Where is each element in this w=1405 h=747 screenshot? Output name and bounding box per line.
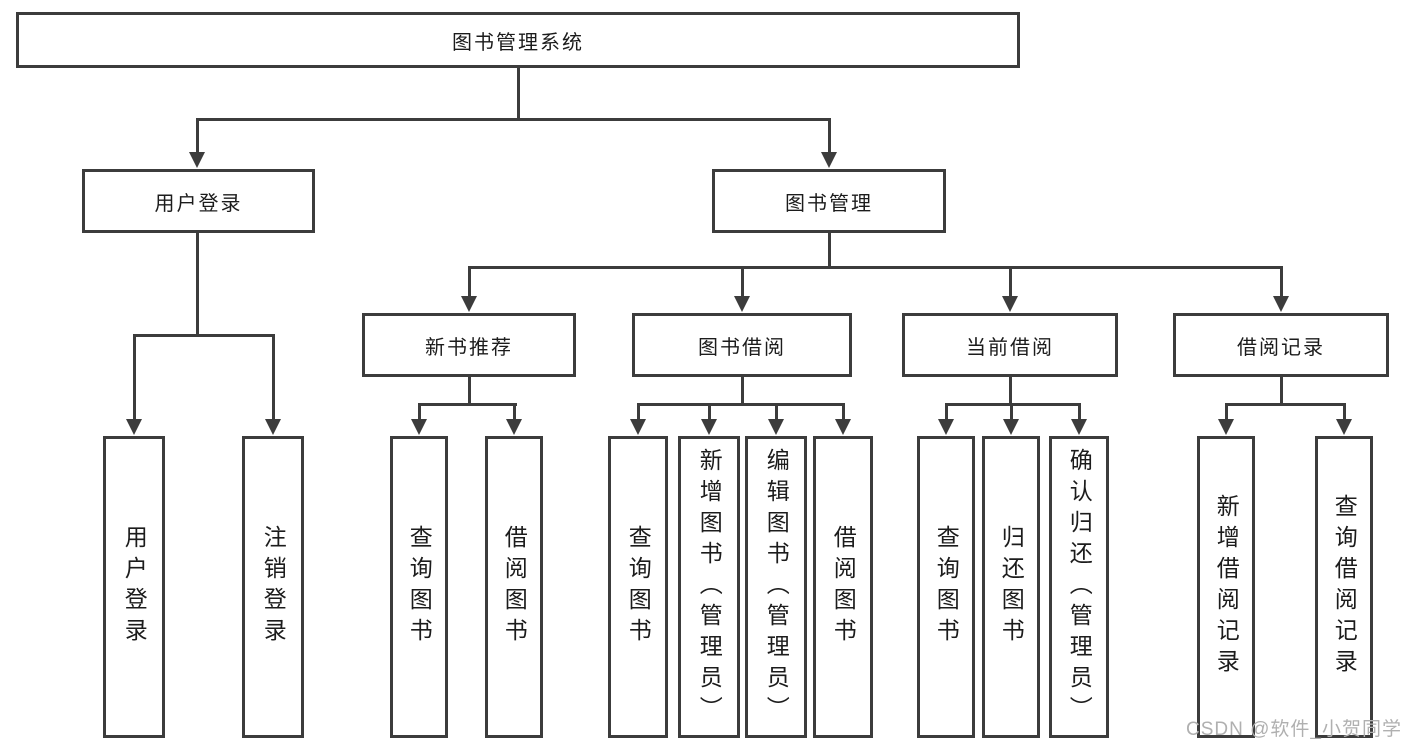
node-root-label: 图书管理系统 [452, 31, 584, 54]
arrow-down-icon [1003, 403, 1019, 435]
arrow-down-icon [506, 403, 522, 435]
node-borrowing-records-label: 借阅记录 [1237, 336, 1325, 359]
node-book-borrowing-label: 图书借阅 [698, 336, 786, 359]
connector-line [418, 403, 517, 406]
arrow-down-icon [1273, 266, 1289, 312]
node-leaf-borrow-books-1-label: 借阅图书 [501, 525, 528, 649]
arrow-down-icon [1071, 403, 1087, 435]
connector-line [1009, 377, 1012, 406]
node-leaf-query-borrow-record: 查询借阅记录 [1315, 436, 1373, 738]
arrow-down-icon [1336, 403, 1352, 435]
node-leaf-query-borrow-record-label: 查询借阅记录 [1331, 494, 1358, 680]
csdn-watermark: CSDN @软件_小贺同学 [1186, 719, 1402, 740]
arrow-down-icon [126, 334, 142, 435]
node-leaf-query-books-3: 查询图书 [917, 436, 975, 738]
arrow-down-icon [835, 403, 851, 435]
connector-line [741, 377, 744, 406]
node-borrowing-records: 借阅记录 [1173, 313, 1389, 377]
node-leaf-query-books-1-label: 查询图书 [406, 525, 433, 649]
node-leaf-edit-books-admin: 编辑图书（管理员） [745, 436, 807, 738]
node-leaf-user-login: 用户登录 [103, 436, 165, 738]
arrow-down-icon [189, 118, 205, 168]
node-book-management-label: 图书管理 [785, 192, 873, 215]
node-book-borrowing: 图书借阅 [632, 313, 852, 377]
node-leaf-borrow-books-2: 借阅图书 [813, 436, 873, 738]
node-leaf-query-books-3-label: 查询图书 [933, 525, 960, 649]
arrow-down-icon [734, 266, 750, 312]
node-user-login-label: 用户登录 [154, 192, 243, 215]
node-current-borrowing-label: 当前借阅 [966, 336, 1054, 359]
connector-line [637, 403, 845, 406]
connector-line [196, 118, 831, 121]
node-leaf-add-borrow-record-label: 新增借阅记录 [1213, 494, 1240, 680]
node-leaf-borrow-books-2-label: 借阅图书 [830, 525, 857, 649]
arrow-down-icon [1218, 403, 1234, 435]
node-book-management: 图书管理 [712, 169, 946, 233]
node-leaf-add-books-admin: 新增图书（管理员） [678, 436, 740, 738]
arrow-down-icon [411, 403, 427, 435]
connector-line [828, 233, 831, 269]
node-new-book-recommendation-label: 新书推荐 [425, 336, 513, 359]
node-leaf-return-books: 归还图书 [982, 436, 1040, 738]
connector-line [945, 403, 1081, 406]
arrow-down-icon [1002, 266, 1018, 312]
connector-line [133, 334, 275, 337]
arrow-down-icon [768, 403, 784, 435]
connector-line [196, 233, 199, 337]
arrow-down-icon [461, 266, 477, 312]
node-leaf-confirm-return-admin: 确认归还（管理员） [1049, 436, 1109, 738]
connector-line [468, 266, 1283, 269]
node-leaf-borrow-books-1: 借阅图书 [485, 436, 543, 738]
node-leaf-confirm-return-admin-label: 确认归还（管理员） [1066, 447, 1093, 727]
node-current-borrowing: 当前借阅 [902, 313, 1118, 377]
node-leaf-add-borrow-record: 新增借阅记录 [1197, 436, 1255, 738]
connector-line [517, 68, 520, 120]
connector-line [1280, 377, 1283, 406]
node-leaf-query-books-2: 查询图书 [608, 436, 668, 738]
arrow-down-icon [265, 334, 281, 435]
arrow-down-icon [630, 403, 646, 435]
node-leaf-return-books-label: 归还图书 [998, 525, 1025, 649]
node-user-login: 用户登录 [82, 169, 315, 233]
connector-line [1225, 403, 1346, 406]
node-leaf-user-login-label: 用户登录 [121, 525, 148, 649]
connector-line [468, 377, 471, 406]
node-leaf-query-books-1: 查询图书 [390, 436, 448, 738]
node-new-book-recommendation: 新书推荐 [362, 313, 576, 377]
node-root: 图书管理系统 [16, 12, 1020, 68]
node-leaf-add-books-admin-label: 新增图书（管理员） [696, 447, 723, 727]
node-leaf-logout: 注销登录 [242, 436, 304, 738]
arrow-down-icon [701, 403, 717, 435]
node-leaf-logout-label: 注销登录 [260, 525, 287, 649]
node-leaf-edit-books-admin-label: 编辑图书（管理员） [763, 447, 790, 727]
arrow-down-icon [938, 403, 954, 435]
node-leaf-query-books-2-label: 查询图书 [625, 525, 652, 649]
arrow-down-icon [821, 118, 837, 168]
